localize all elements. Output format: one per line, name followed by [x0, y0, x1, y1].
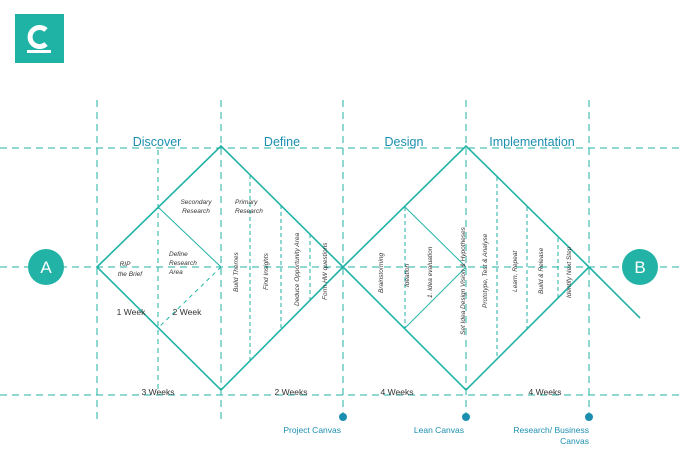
inner-lines: [157, 150, 559, 390]
impl-step-1: Prototype, Test & Analyse: [482, 233, 489, 308]
define-research-line-3: Area: [168, 269, 183, 276]
design-inner-diagonal-up: [404, 206, 467, 268]
design-step-4: Set Idea Design Vision & Hypotheses: [460, 226, 467, 335]
define-research-line-1: Define: [169, 251, 188, 258]
primary-line-2: Research: [235, 208, 263, 215]
impl-step-2: Learn, Repeat: [512, 250, 519, 292]
rotated-step-labels: Build Themes Find Insights Deduce Opport…: [233, 226, 573, 335]
endpoint-a-circle: [28, 249, 64, 285]
design-total: 4 Weeks: [381, 387, 414, 397]
endpoint-b-circle: [622, 249, 658, 285]
durations: 1 Week 2 Week 3 Weeks 2 Weeks 4 Weeks 4 …: [117, 307, 562, 397]
discover-week-2: 2 Week: [173, 307, 202, 317]
implementation-total: 4 Weeks: [529, 387, 562, 397]
dashed-grid: [0, 100, 680, 420]
canvas-labels: Project Canvas Lean Canvas Research/ Bus…: [283, 425, 589, 446]
define-total: 2 Weeks: [275, 387, 308, 397]
diamond-tail: [588, 266, 641, 319]
define-step-1: Build Themes: [233, 252, 240, 292]
endpoint-a-label: A: [40, 258, 52, 277]
canvas-research-line-1: Research/ Business: [513, 425, 589, 435]
secondary-line-2: Research: [182, 208, 210, 215]
rip-line-1: RIP: [120, 261, 132, 268]
rip-line-2: the Brief: [118, 271, 143, 278]
impl-step-4: Identify Next Step: [566, 246, 573, 298]
logo-c-mark: [27, 25, 48, 49]
logo-background: [15, 14, 64, 63]
phase-define: Define: [264, 135, 300, 149]
discover-total: 3 Weeks: [142, 387, 175, 397]
design-step-3: 1. Idea evaluation: [427, 246, 434, 298]
endpoint-a: A: [28, 249, 64, 285]
canvas-dot-2: [462, 413, 470, 421]
diamonds: [95, 144, 641, 392]
define-research-line-2: Research: [169, 260, 197, 267]
discover-inner-diagonal: [157, 206, 222, 268]
design-step-2: Ideation: [404, 263, 411, 287]
impl-step-3: Build & Release: [538, 247, 545, 294]
define-step-4: Form HW questions: [322, 242, 329, 300]
design-inner-diagonal-down: [404, 266, 467, 329]
design-step-1: Brainstorming: [378, 253, 385, 293]
phase-titles: Discover Define Design Implementation: [133, 135, 575, 149]
logo: [15, 14, 64, 63]
canvas-lean: Lean Canvas: [414, 425, 464, 435]
canvas-dot-1: [339, 413, 347, 421]
define-step-2: Find Insights: [263, 252, 270, 290]
canvas-project: Project Canvas: [283, 425, 341, 435]
logo-underline: [27, 50, 51, 53]
phase-discover: Discover: [133, 135, 182, 149]
primary-line-1: Primary: [235, 199, 258, 206]
discover-labels: RIP the Brief Define Research Area Secon…: [118, 199, 263, 278]
canvas-dot-3: [585, 413, 593, 421]
discover-lower-diagonal: [157, 266, 222, 329]
canvas-research-line-2: Canvas: [560, 436, 589, 446]
endpoint-b: B: [622, 249, 658, 285]
endpoint-b-label: B: [634, 258, 645, 277]
secondary-line-1: Secondary: [180, 199, 212, 206]
phase-design: Design: [385, 135, 424, 149]
canvas-markers: [339, 413, 593, 421]
define-step-3: Deduce Opportunity Area: [294, 233, 301, 306]
phase-implementation: Implementation: [489, 135, 575, 149]
discover-week-1: 1 Week: [117, 307, 146, 317]
